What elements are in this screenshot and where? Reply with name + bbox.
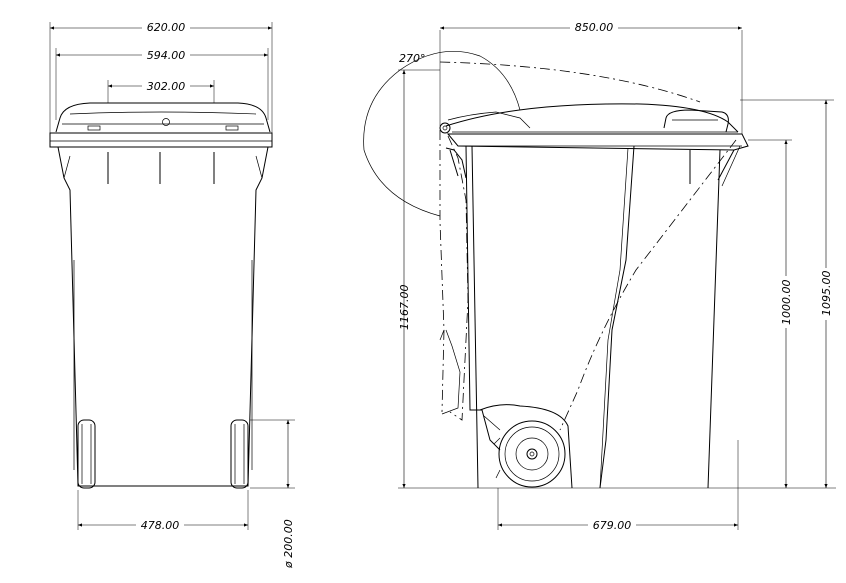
hinge-icon <box>439 122 451 134</box>
side-wheel <box>498 420 566 488</box>
lid-lock-icon <box>162 118 170 126</box>
dim-overall-depth: 850.00 <box>575 21 614 34</box>
dim-inner-width: 594.00 <box>147 49 186 62</box>
front-lid <box>55 102 271 133</box>
side-rim <box>446 133 749 151</box>
front-left-wheel <box>77 419 96 489</box>
rear-grip <box>445 147 467 179</box>
dim-rim-height: 1000.00 <box>780 280 793 326</box>
front-body <box>57 146 269 487</box>
dim-handle-span: 302.00 <box>147 80 186 93</box>
side-view <box>363 51 836 489</box>
front-right-wheel <box>230 419 249 489</box>
dim-wheel-diameter: ø 200.00 <box>282 519 295 569</box>
side-body <box>465 145 635 489</box>
lid-handle <box>663 109 729 133</box>
front-dimensions: 620.00 594.00 302.00 478.00 ø 200.00 <box>49 19 295 569</box>
dim-wheel-track: 478.00 <box>141 519 180 532</box>
dim-overall-width: 620.00 <box>147 21 186 34</box>
front-rim <box>49 132 273 148</box>
side-lid <box>445 103 739 133</box>
dim-lid-height: 1095.00 <box>820 271 833 317</box>
open-lid-outline <box>439 130 469 421</box>
dim-wheel-to-front: 679.00 <box>593 519 632 532</box>
dim-lid-opening-angle: 270° <box>399 52 426 65</box>
front-view <box>49 102 273 489</box>
dim-overall-height-open: 1167.00 <box>398 285 411 331</box>
side-dimensions: 850.00 679.00 1167.00 1000.00 1095.00 27… <box>398 19 834 532</box>
wheel-housing <box>479 404 573 489</box>
